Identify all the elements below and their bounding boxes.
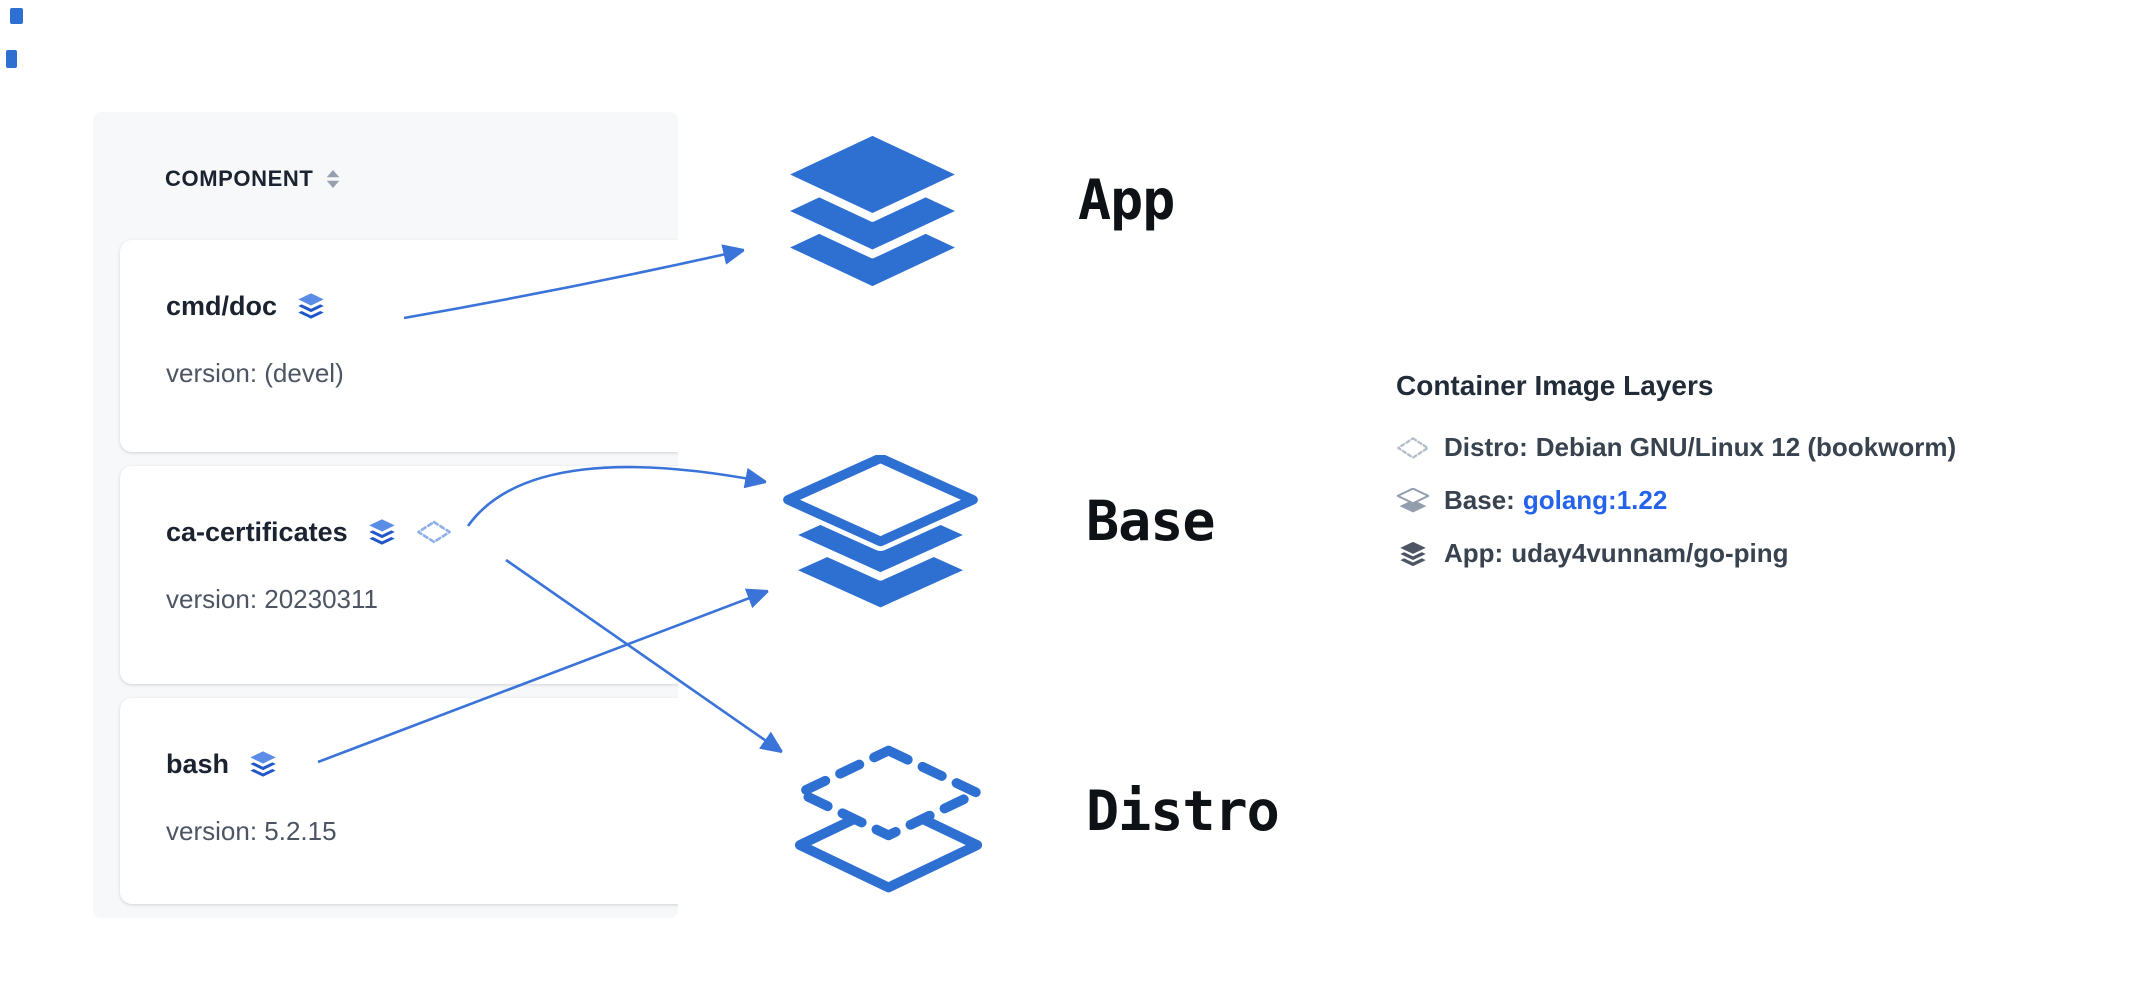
component-name-row: ca-certificates (166, 516, 678, 548)
base-layers-icon (778, 448, 983, 620)
layers-icon (363, 517, 400, 547)
component-name-row: cmd/doc (166, 290, 678, 322)
crop-artifact (6, 50, 17, 68)
app-layers-icon (770, 127, 975, 299)
component-name: cmd/doc (166, 290, 278, 321)
legend-app-label: App: (1444, 538, 1504, 568)
legend-text: Distro:Debian GNU/Linux 12 (bookworm) (1444, 432, 1956, 463)
distro-label: Distro (1086, 779, 1280, 843)
golang-version-link[interactable]: golang:1.22 (1522, 485, 1668, 515)
component-version: version: (devel) (166, 358, 344, 388)
distro-layers-icon (790, 744, 987, 899)
component-version: version: 20230311 (166, 584, 379, 614)
component-name-row: bash (166, 748, 678, 780)
component-card-ca-certificates: ca-certificates version: 20230311 (120, 466, 678, 684)
legend-item-distro: Distro:Debian GNU/Linux 12 (bookworm) (1396, 432, 2056, 463)
legend-distro-label: Distro: (1444, 432, 1528, 462)
app-label: App (1078, 168, 1175, 232)
legend-item-base: Base:golang:1.22 (1396, 485, 2056, 516)
app-filled-layers-icon (1396, 539, 1430, 568)
sort-icon (327, 170, 340, 188)
legend-base-label: Base: (1444, 485, 1515, 515)
crop-artifact (10, 8, 23, 24)
base-half-layers-icon (1396, 487, 1430, 514)
legend-text: App:uday4vunnam/go-ping (1444, 538, 1789, 569)
dashed-layer-icon (416, 520, 451, 544)
layers-icon (245, 749, 281, 779)
legend-app-value: uday4vunnam/go-ping (1511, 538, 1789, 568)
component-table-panel: COMPONENT cmd/doc version: (devel) ca-ce… (93, 112, 678, 918)
component-header-label: COMPONENT (165, 166, 314, 191)
legend-text: Base:golang:1.22 (1444, 485, 1667, 516)
component-column-header[interactable]: COMPONENT (165, 166, 342, 192)
component-card-bash: bash version: 5.2.15 (120, 698, 678, 904)
legend-list: Distro:Debian GNU/Linux 12 (bookworm) Ba… (1396, 432, 2056, 569)
distro-dashed-layer-icon (1397, 436, 1429, 459)
base-label: Base (1086, 489, 1215, 553)
legend-title: Container Image Layers (1396, 370, 1714, 401)
layers-icon (293, 291, 329, 321)
component-card-cmd-doc: cmd/doc version: (devel) (120, 240, 678, 452)
component-version: version: 5.2.15 (166, 816, 337, 846)
component-name: bash (166, 748, 230, 779)
container-image-layers-legend: Container Image Layers Distro:Debian GNU… (1396, 370, 2056, 569)
legend-item-app: App:uday4vunnam/go-ping (1396, 538, 2056, 569)
legend-distro-value: Debian GNU/Linux 12 (bookworm) (1535, 432, 1957, 462)
component-name: ca-certificates (166, 516, 348, 547)
